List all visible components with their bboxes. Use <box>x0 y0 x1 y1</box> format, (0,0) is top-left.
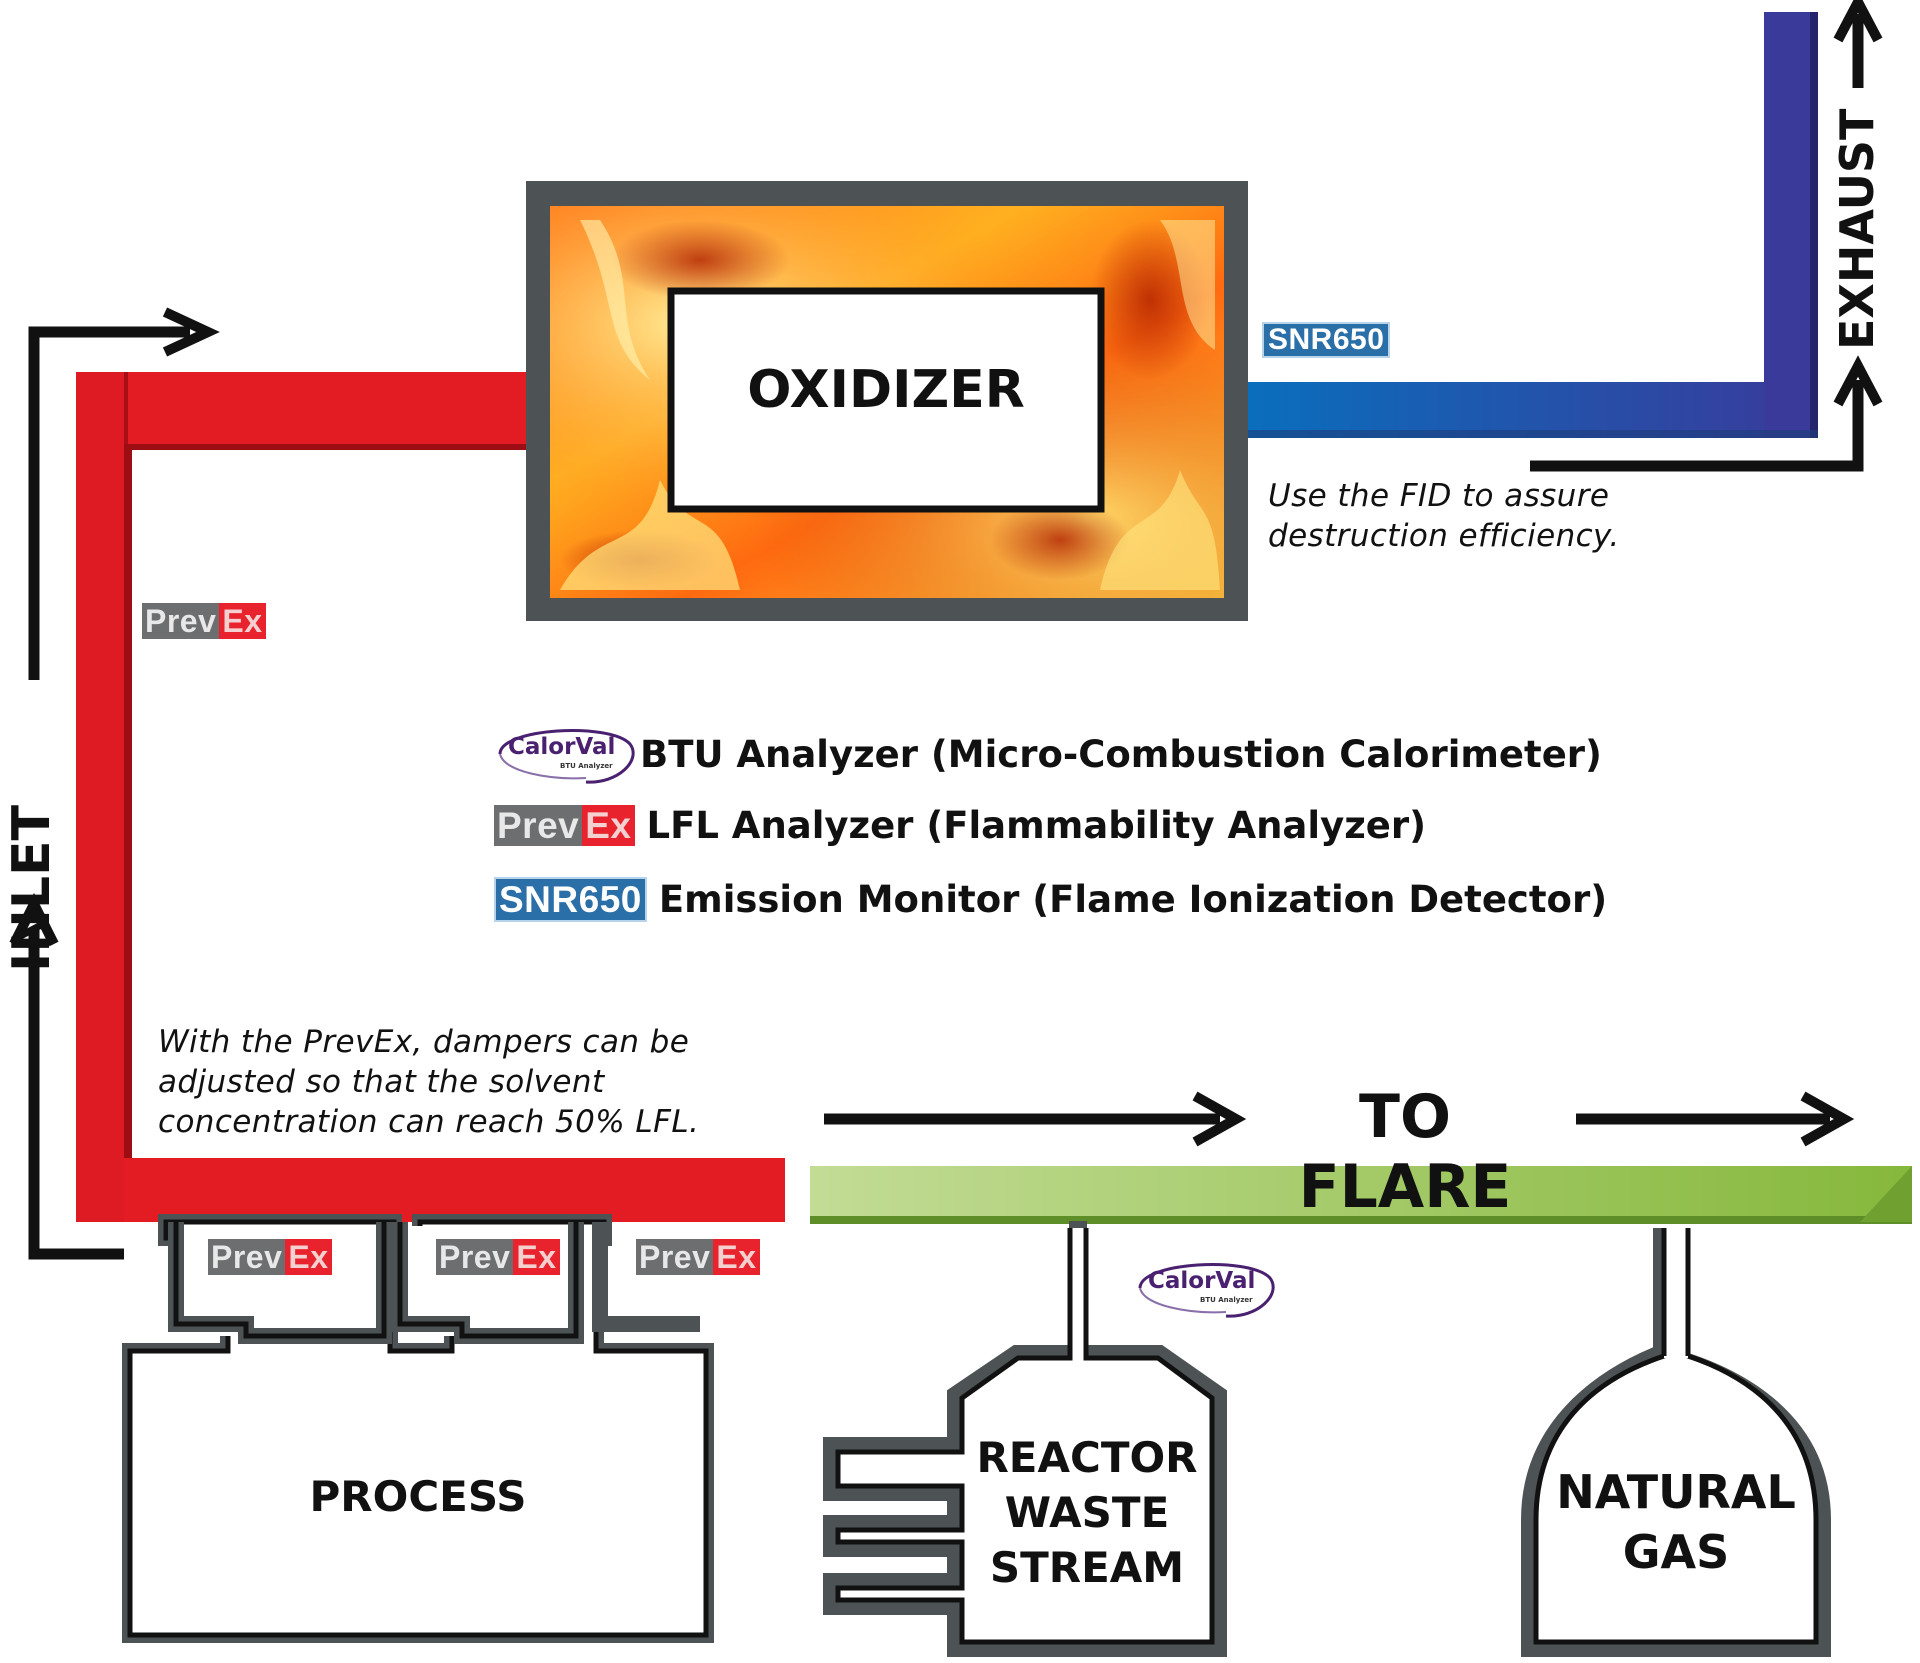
inlet-arrowhead-right-icon <box>162 307 220 357</box>
calorval-logo-legend: CalorVal BTU Analyzer <box>490 722 640 786</box>
legend-prevex-text: LFL Analyzer (Flammability Analyzer) <box>646 804 1426 847</box>
fid-note-line1: Use the FID to assure <box>1268 478 1610 514</box>
legend-row-calorval: CalorVal BTU Analyzer BTU Analyzer (Micr… <box>490 722 1602 786</box>
snr650-badge-exhaust: SNR650 <box>1262 322 1391 358</box>
oxidizer-label-box <box>667 287 1105 513</box>
reactor-label-line2: WASTE <box>1004 1488 1170 1537</box>
exhaust-arrow <box>1530 14 1864 472</box>
oxidizer-label: OXIDIZER <box>747 360 1025 420</box>
inlet-pipe <box>76 372 785 1222</box>
reactor-vessel <box>823 1221 1227 1657</box>
prevex-badge-outlet-3-ex: Ex <box>713 1239 760 1275</box>
flare-arrowhead-right-icon <box>1800 1091 1855 1147</box>
legend-row-snr: SNR650 Emission Monitor (Flame Ionizatio… <box>494 877 1608 922</box>
calorval-logo-legend-sub: BTU Analyzer <box>560 762 613 770</box>
fid-note: Use the FID to assure destruction effici… <box>1268 476 1620 556</box>
calorval-logo-reactor: CalorVal BTU Analyzer <box>1130 1256 1280 1320</box>
prevex-badge-inlet-ex: Ex <box>219 603 266 639</box>
reactor-label-line3: STREAM <box>989 1543 1185 1592</box>
inlet-label-wrap: INLET <box>2 805 64 972</box>
prevex-badge-outlet-1-prev: Prev <box>208 1239 286 1275</box>
snr650-badge-legend-text: SNR650 <box>494 877 647 922</box>
prevex-note: With the PrevEx, dampers can be adjusted… <box>158 1022 699 1142</box>
prevex-note-line1: With the PrevEx, dampers can be <box>158 1024 690 1060</box>
exhaust-label: EXHAUST <box>1830 108 1884 350</box>
reactor-label: REACTOR WASTE STREAM <box>962 1430 1212 1595</box>
calorval-legend-swoosh-icon <box>498 729 635 784</box>
exhaust-pipe <box>1248 12 1818 438</box>
to-flare-label: TO FLARE <box>1298 1082 1512 1222</box>
prevex-badge-outlet-2-prev: Prev <box>436 1239 514 1275</box>
prevex-note-line3: concentration can reach 50% LFL. <box>158 1104 700 1140</box>
exhaust-label-wrap: EXHAUST <box>1830 109 1890 350</box>
reactor-label-line1: REACTOR <box>976 1433 1198 1482</box>
process-label: PROCESS <box>309 1472 527 1521</box>
legend-snr-text: Emission Monitor (Flame Ionization Detec… <box>658 878 1608 921</box>
inlet-label: INLET <box>2 805 62 972</box>
prevex-badge-outlet-1-ex: Ex <box>285 1239 332 1275</box>
legend-calorval-text: BTU Analyzer (Micro-Combustion Calorimet… <box>640 732 1602 776</box>
natural-gas-label-line1: NATURAL <box>1556 1465 1796 1519</box>
prevex-badge-legend-ex: Ex <box>582 805 635 846</box>
natural-gas-label-line2: GAS <box>1622 1525 1730 1579</box>
prevex-note-line2: adjusted so that the solvent <box>158 1064 605 1100</box>
prevex-badge-outlet-2-ex: Ex <box>513 1239 560 1275</box>
prevex-badge-outlet-3-prev: Prev <box>636 1239 714 1275</box>
inlet-arrow <box>28 326 190 1260</box>
calorval-logo-reactor-name: CalorVal <box>1148 1268 1256 1294</box>
inlet-arrowhead-up-icon <box>9 892 59 947</box>
natural-gas-label: NATURAL GAS <box>1536 1462 1816 1582</box>
flare-arrowhead-left-icon <box>1192 1091 1247 1147</box>
calorval-logo-reactor-sub: BTU Analyzer <box>1200 1296 1253 1304</box>
exhaust-arrowhead-upper-icon <box>1833 0 1883 43</box>
calorval-logo-legend-name: CalorVal <box>508 734 616 760</box>
snr650-badge-exhaust-text: SNR650 <box>1262 322 1391 358</box>
prevex-badge-inlet-prev: Prev <box>142 603 220 639</box>
exhaust-arrowhead-lower-icon <box>1833 355 1883 407</box>
snr650-badge-legend: SNR650 <box>494 877 647 922</box>
natural-gas-vessel <box>1521 1226 1831 1657</box>
calorval-swoosh-icon <box>1138 1263 1275 1318</box>
prevex-badge-legend-prev: Prev <box>494 805 583 846</box>
flare-pipe <box>810 1166 1912 1224</box>
process-vessel <box>122 1214 714 1643</box>
oxidizer-unit <box>526 181 1248 621</box>
fid-note-line2: destruction efficiency. <box>1268 518 1620 554</box>
